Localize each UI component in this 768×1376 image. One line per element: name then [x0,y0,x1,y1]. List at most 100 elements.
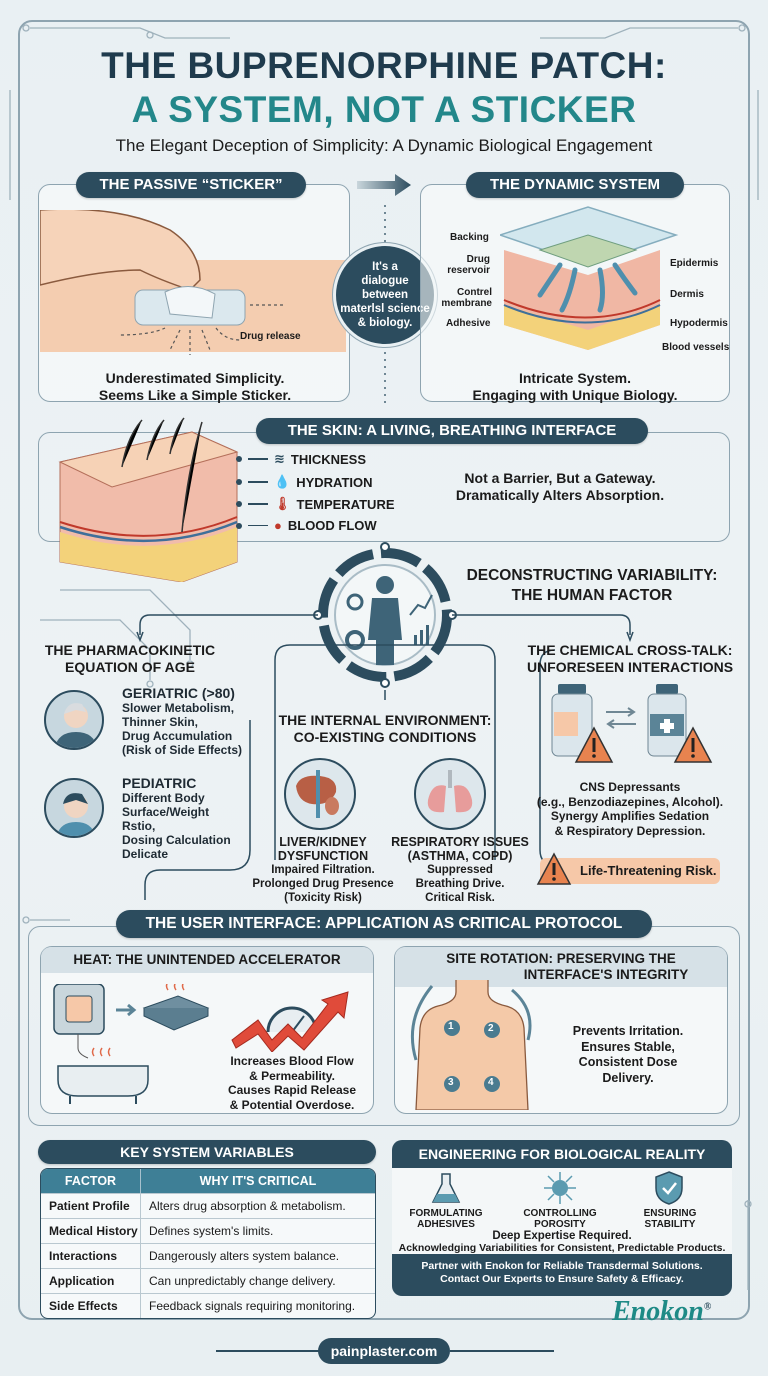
label-drug-reservoir: Drug reservoir [447,254,490,276]
speedometer-rising-arrow-icon [231,991,349,1052]
skin-factor-temperature: 🌡TEMPERATURE [236,496,395,512]
geriatric-line: Drug Accumulation [122,729,233,743]
drug-bottles-warning-icon [551,684,713,763]
column-header-factor: FACTOR [41,1169,141,1193]
liver-kidney-icon [284,758,356,830]
heat-line: & Potential Overdose. [229,1097,355,1112]
warning-icon [536,852,572,885]
dialogue-line: dialogue [361,275,409,287]
enokon-logo: Enokon® [612,1296,711,1328]
subtitle: The Elegant Deception of Simplicity: A D… [115,136,653,155]
user-interface-pill: THE USER INTERFACE: APPLICATION AS CRITI… [116,910,652,938]
engineering-body-line-1: Deep Expertise Required. [492,1230,632,1242]
skin-interface-pill: THE SKIN: A LIVING, BREATHING INTERFACE [256,418,648,444]
table-cell-factor: Medical History [41,1218,141,1243]
resp-line: Breathing Drive. [415,878,505,890]
rotation-heading-line-2: INTERFACE'S INTEGRITY [523,967,689,982]
pediatric-line: Delicate [122,847,169,861]
dialogue-line: between [361,289,408,301]
drug-release-label: Drug release [240,331,301,342]
arrow-right-icon [357,174,411,196]
chemical-line: & Respiratory Depression. [554,823,706,838]
skin-factor-hydration: 💧HYDRATION [236,474,373,490]
label-backing: Backing [450,232,489,243]
key-variables-pill: KEY SYSTEM VARIABLES [38,1140,376,1164]
engineering-body-text: Deep Expertise Required. Acknowledging V… [392,1230,732,1254]
rotation-description: Prevents Irritation. Ensures Stable, Con… [568,1024,688,1086]
engineering-item-line: CONTROLLING [523,1208,597,1219]
resp-line: Suppressed [427,864,493,876]
dialogue-line: & biology. [357,317,413,329]
engineering-cta-line-1: Partner with Enokon for Reliable Transde… [421,1260,703,1272]
dynamic-caption-line-2: Engaging with Unique Biology. [472,387,678,403]
passive-caption: Underestimated Simplicity. Seems Like a … [40,370,350,404]
table-cell-factor: Application [41,1268,141,1293]
dialogue-bubble: It's a dialogue between materlsl science… [336,246,434,344]
site-marker-4: 4 [488,1077,494,1088]
liver-line: (Toxicity Risk) [284,892,362,904]
engineering-item-line: ENSURING [643,1208,697,1219]
resp-title-line-2: (ASTHMA, COPD) [407,849,513,863]
site-marker-2: 2 [488,1023,494,1034]
footer-line-right [450,1350,554,1352]
heat-line: Increases Blood Flow [230,1054,354,1068]
lungs-icon [414,758,486,830]
rotation-line: Delivery. [602,1070,654,1085]
site-marker-3: 3 [448,1077,454,1088]
resp-title-line-1: RESPIRATORY ISSUES [391,835,529,849]
engineering-heading: ENGINEERING FOR BIOLOGICAL REALITY [418,1146,706,1162]
blood-drop-icon: ● [274,518,282,533]
table-cell-why: Dangerously alters system balance. [141,1243,375,1268]
liver-line: Prolonged Drug Presence [252,878,394,890]
skin-caption-line-2: Dramatically Alters Absorption. [455,487,665,503]
table-cell-factor: Interactions [41,1243,141,1268]
chemical-heading-line-1: THE CHEMICAL CROSS-TALK: [527,642,733,658]
column-header-why: WHY IT'S CRITICAL [141,1169,375,1193]
human-factor-heading: DECONSTRUCTING VARIABILITY: THE HUMAN FA… [462,566,722,606]
skin-cross-section-icon [58,417,239,582]
engineering-cta: Partner with Enokon for Reliable Transde… [392,1254,732,1286]
heat-heading: HEAT: THE UNINTENDED ACCELERATOR [41,947,373,973]
skin-factor-label: HYDRATION [296,474,373,490]
geriatric-line: Slower Metabolism, [122,701,235,715]
title-line-1: THE BUPRENORPHINE PATCH: [101,45,667,86]
shield-check-icon [655,1171,683,1205]
hand-applying-patch-icon [40,210,346,355]
geriatric-block: GERIATRIC (>80) Slower Metabolism, Thinn… [122,685,272,757]
liver-line: Impaired Filtration. [271,864,375,876]
pediatric-line: Surface/Weight [122,805,210,819]
label-hypodermis: Hypodermis [670,318,728,329]
engineering-body-line-2: Acknowledging Variabilities for Consiste… [398,1242,726,1254]
geriatric-line: Thinner Skin, [122,715,199,729]
human-factor-hub-icon [313,542,457,688]
skin-caption: Not a Barrier, But a Gateway. Dramatical… [430,470,690,504]
table-cell-why: Defines system's limits. [141,1218,375,1243]
rotation-line: Prevents Irritation. [572,1024,684,1038]
skin-factor-label: THICKNESS [290,451,367,467]
risk-label: Life-Threatening Risk. [580,863,717,878]
heat-line: & Permeability. [249,1068,335,1083]
label-epidermis: Epidermis [670,258,719,269]
engineering-item-line: FORMULATING [409,1208,483,1219]
rotation-heading-line-1: SITE ROTATION: PRESERVING THE [446,951,676,966]
table-cell-why: Alters drug absorption & metabolism. [141,1193,375,1218]
footer-line-left [216,1350,320,1352]
engineering-item-line: ADHESIVES [417,1219,475,1230]
chemical-heading-line-2: UNFORESEEN INTERACTIONS [526,659,734,675]
table-cell-factor: Side Effects [41,1293,141,1318]
liver-title-line-2: DYSFUNCTION [277,849,369,863]
dynamic-caption: Intricate System. Engaging with Unique B… [420,370,730,404]
child-avatar [44,778,104,838]
internal-heading-line-2: CO-EXISTING CONDITIONS [293,729,477,745]
internal-env-heading: THE INTERNAL ENVIRONMENT: CO-EXISTING CO… [270,712,500,746]
footer-url-link[interactable]: painplaster.com [318,1338,450,1364]
pediatric-title: PEDIATRIC [122,775,197,791]
passive-sticker-pill: THE PASSIVE “STICKER” [76,172,306,198]
engineering-panel: ENGINEERING FOR BIOLOGICAL REALITY FORMU… [392,1140,732,1296]
chemical-line: (e.g., Benzodiazepines, Alcohol). [536,794,724,809]
